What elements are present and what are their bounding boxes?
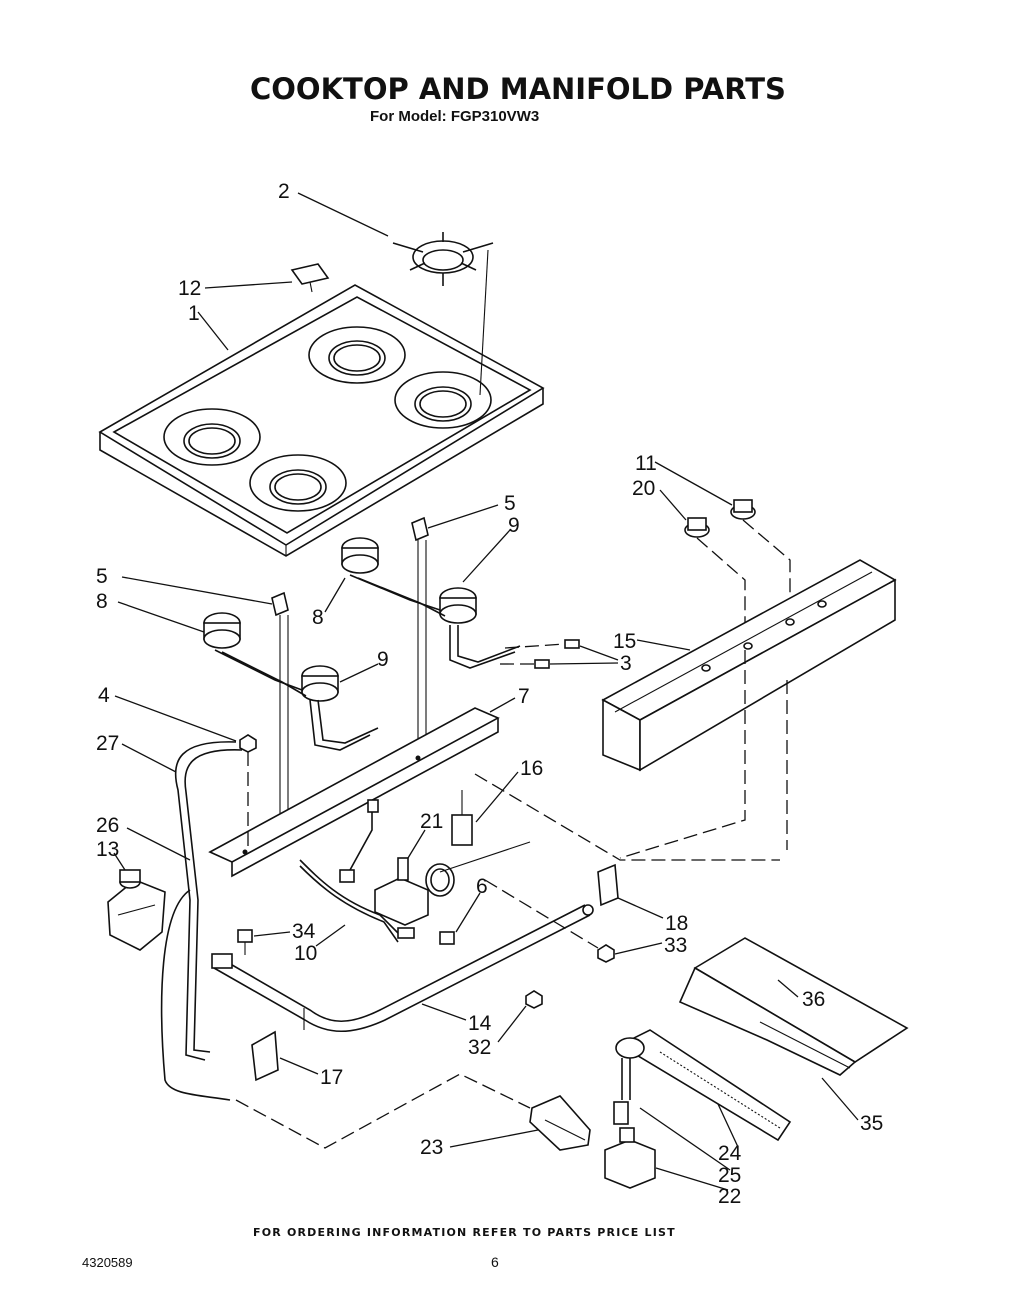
callout-21: 21 — [420, 810, 443, 833]
callout-23: 23 — [420, 1136, 443, 1159]
callout-33: 33 — [664, 934, 687, 957]
igniter-part — [235, 1073, 591, 1151]
burner-support-part — [208, 707, 780, 878]
safety-valve-part — [374, 790, 531, 926]
callout-27: 27 — [96, 732, 119, 755]
callout-9-right: 9 — [508, 514, 520, 537]
broil-valve-part — [604, 1127, 656, 1189]
callout-15: 15 — [613, 630, 636, 653]
bracket-part — [290, 263, 330, 293]
callout-11: 11 — [635, 452, 657, 475]
heat-deflector-part — [678, 937, 909, 1076]
burner-tube-part — [211, 904, 594, 1033]
orifice-fittings — [500, 639, 580, 669]
burner-well-right — [394, 371, 492, 429]
cooktop-part — [98, 284, 545, 557]
callout-5-right: 5 — [504, 492, 516, 515]
callout-13: 13 — [96, 838, 119, 861]
leader-lines — [113, 192, 859, 1191]
document-number: 4320589 — [82, 1255, 133, 1270]
callout-36: 36 — [802, 988, 825, 1011]
callout-10: 10 — [294, 942, 317, 965]
callout-8-left: 8 — [96, 590, 108, 613]
callout-14: 14 — [468, 1012, 492, 1035]
callout-8-right: 8 — [312, 606, 324, 629]
callout-35: 35 — [860, 1112, 883, 1135]
burner-well-back — [308, 326, 406, 384]
callout-5-left: 5 — [96, 565, 108, 588]
ordering-footer-note: FOR ORDERING INFORMATION REFER TO PARTS … — [253, 1226, 676, 1239]
callout-16: 16 — [520, 757, 543, 780]
callout-24: 24 — [718, 1142, 742, 1165]
page-number: 6 — [491, 1254, 499, 1270]
callout-6: 6 — [476, 875, 488, 898]
burner-grate-part — [392, 232, 494, 396]
left-burner-assembly — [203, 591, 379, 830]
bracket-17-part — [251, 1008, 305, 1082]
callout-18: 18 — [665, 912, 688, 935]
callout-34: 34 — [292, 920, 316, 943]
callout-4: 4 — [98, 684, 110, 707]
callout-20: 20 — [632, 477, 655, 500]
burner-well-front — [249, 454, 347, 512]
gas-tubing — [160, 741, 415, 1101]
callout-9-left: 9 — [377, 648, 389, 671]
model-label: For Model: FGP310VW3 — [370, 108, 540, 125]
pressure-regulator-part — [107, 869, 166, 951]
callout-1: 1 — [188, 302, 200, 325]
callout-25: 25 — [718, 1164, 741, 1187]
callout-2: 2 — [278, 180, 290, 203]
callout-labels: 2 12 1 11 20 5 9 8 15 3 5 8 9 4 7 27 16 … — [96, 180, 883, 1208]
callout-3: 3 — [620, 652, 632, 675]
callout-26: 26 — [96, 814, 119, 837]
broil-burner-part — [613, 1029, 792, 1142]
callout-17: 17 — [320, 1066, 343, 1089]
callout-12: 12 — [178, 277, 201, 300]
callout-32: 32 — [468, 1036, 491, 1059]
right-burner-assembly — [341, 516, 521, 750]
callout-7: 7 — [518, 685, 530, 708]
page-title: COOKTOP AND MANIFOLD PARTS — [250, 72, 786, 106]
callout-22: 22 — [718, 1185, 741, 1208]
manifold-panel-part — [601, 559, 897, 859]
burner-well-left — [163, 408, 261, 466]
